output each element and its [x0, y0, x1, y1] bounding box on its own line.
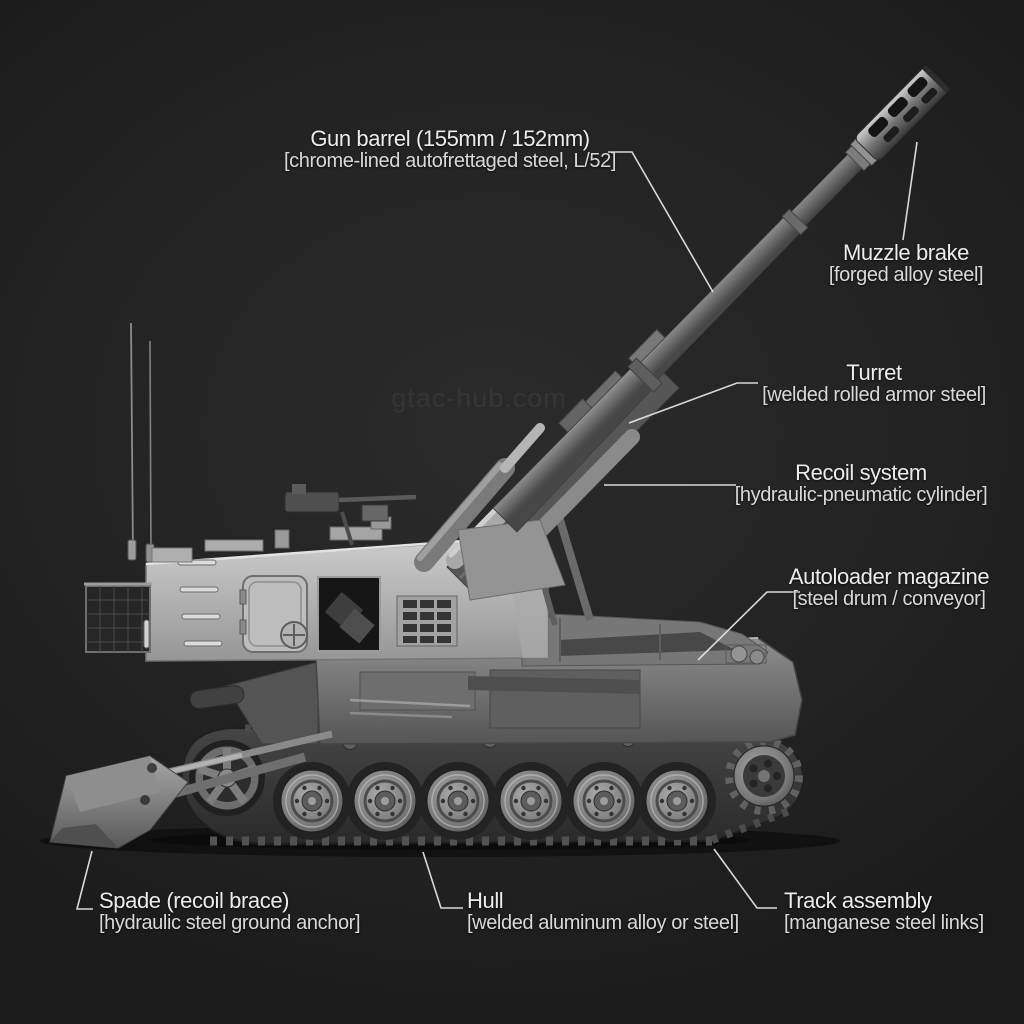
- leader-muzzle-brake: [902, 141, 918, 241]
- track-assembly-graphic: [180, 724, 805, 846]
- leader-track: [713, 848, 777, 909]
- machine-gun: [284, 484, 417, 546]
- label-gun-barrel-title: Gun barrel (155mm / 152mm): [310, 126, 590, 151]
- spade-blade-facet: [66, 756, 160, 812]
- label-muzzle-brake: Muzzle brake [forged alloy steel]: [828, 240, 984, 286]
- pioneer-tool: [349, 698, 471, 708]
- exhaust-pipe: [189, 684, 245, 710]
- leader-spade: [75, 850, 93, 910]
- label-autoloader: Autoloader magazine [steel drum / convey…: [788, 564, 990, 610]
- leader-lines: [75, 141, 918, 910]
- label-spade-subtitle: [hydraulic steel ground anchor]: [99, 911, 361, 934]
- label-track-subtitle: [manganese steel links]: [784, 911, 984, 934]
- label-recoil-system: Recoil system [hydraulic-pneumatic cylin…: [735, 461, 988, 506]
- antenna-base: [127, 539, 137, 561]
- label-hull-subtitle: [welded aluminum alloy or steel]: [467, 911, 739, 934]
- headlights: [725, 644, 767, 665]
- hull-graphic: [315, 613, 803, 745]
- muzzle-brake-graphic: [844, 65, 950, 172]
- label-autoloader-subtitle: [steel drum / conveyor]: [792, 587, 986, 610]
- label-recoil-system-subtitle: [hydraulic-pneumatic cylinder]: [734, 483, 988, 506]
- stowage-basket: [84, 582, 152, 653]
- leader-hull: [422, 851, 463, 909]
- road-wheel: [563, 760, 645, 842]
- road-wheel: [636, 760, 718, 842]
- leader-autoloader: [697, 591, 800, 661]
- label-track: Track assembly [manganese steel links]: [784, 889, 984, 934]
- barrel-collar: [627, 357, 663, 393]
- vent-grille: [396, 595, 458, 647]
- conveyor-beam: [468, 676, 640, 694]
- turret-graphic: [84, 322, 549, 662]
- watermark-text: gtac-hub.com: [391, 383, 567, 413]
- label-track-title: Track assembly: [784, 888, 932, 913]
- road-wheel: [417, 760, 499, 842]
- spade-ground-spike: [50, 824, 118, 848]
- crew-hatch-opening: [317, 576, 381, 652]
- antenna: [130, 322, 134, 557]
- label-hull-title: Hull: [467, 888, 504, 913]
- road-wheel: [490, 760, 572, 842]
- label-turret-title: Turret: [846, 360, 902, 385]
- label-gun-barrel: Gun barrel (155mm / 152mm) [chrome-lined…: [284, 127, 616, 172]
- gun-barrel-graphic: [492, 146, 870, 533]
- label-muzzle-brake-subtitle: [forged alloy steel]: [828, 263, 984, 286]
- road-wheel: [271, 760, 353, 842]
- label-autoloader-title: Autoloader magazine: [788, 564, 990, 589]
- spade-pivot: [140, 795, 150, 805]
- antenna: [149, 340, 152, 561]
- drive-sprocket: [725, 737, 803, 815]
- leader-turret: [628, 382, 758, 424]
- label-gun-barrel-subtitle: [chrome-lined autofrettaged steel, L/52]: [284, 149, 616, 172]
- label-recoil-system-title: Recoil system: [795, 460, 927, 485]
- label-muzzle-brake-title: Muzzle brake: [842, 240, 970, 265]
- road-wheel: [344, 760, 426, 842]
- label-turret-subtitle: [welded rolled armor steel]: [762, 383, 986, 406]
- pioneer-tool: [349, 711, 453, 719]
- label-hull: Hull [welded aluminum alloy or steel]: [467, 889, 739, 934]
- barrel-collar: [781, 208, 809, 236]
- turret-door: [239, 575, 308, 653]
- rear-hull-plate: [189, 661, 319, 745]
- leader-gun-barrel: [608, 151, 714, 293]
- label-spade: Spade (recoil brace) [hydraulic steel gr…: [99, 888, 361, 934]
- label-spade-title: Spade (recoil brace): [99, 888, 290, 913]
- spade-graphic: [49, 730, 333, 849]
- spade-pivot: [147, 763, 157, 773]
- label-turret: Turret [welded rolled armor steel]: [762, 361, 986, 406]
- gun-assembly: [414, 65, 950, 626]
- autoloader-housing: [521, 613, 769, 667]
